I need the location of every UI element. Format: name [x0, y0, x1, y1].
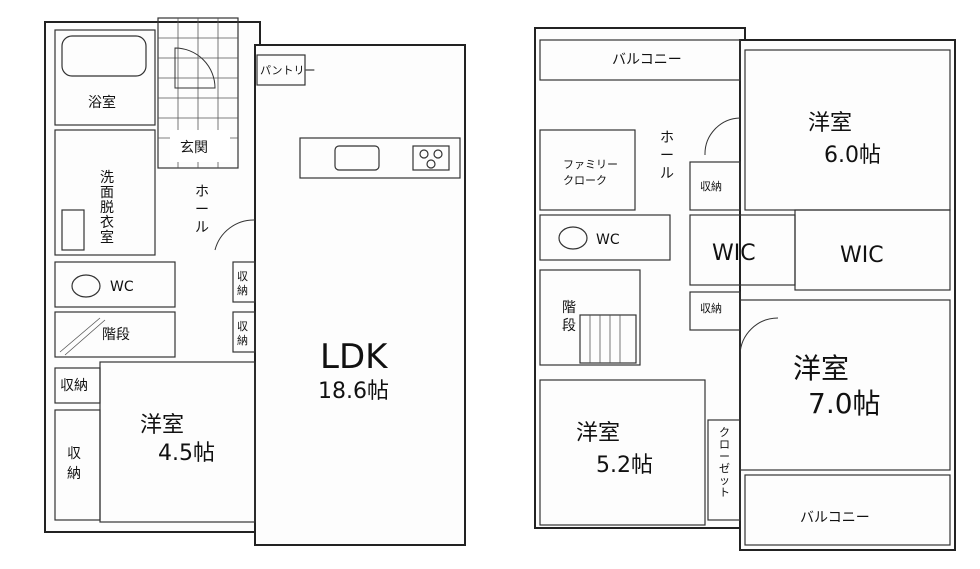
- bath-label: 浴室: [88, 94, 116, 111]
- family-closet-label-1: ファミリー: [563, 158, 618, 171]
- room-e-door: [739, 317, 779, 356]
- hall-label-f2: ホ ー ル: [660, 130, 678, 182]
- ldk-label: LDK: [320, 337, 389, 377]
- floor-2: バルコニー 洋室 6.0帖 ファミリー クローク ホ ー ル 収納 WIC WI…: [534, 27, 956, 551]
- family-closet-label-2: クローク: [563, 174, 607, 187]
- storage-f2-top-label: 収納: [700, 180, 722, 193]
- room-f1-size: 4.5帖: [158, 441, 215, 466]
- floor1-west-block: [44, 21, 261, 533]
- stairs-f2-steps: [579, 314, 637, 364]
- storage-f1-left-lower-label: 収納: [67, 446, 81, 482]
- bath-room-outline: [54, 29, 156, 126]
- washroom-outline: [54, 129, 156, 256]
- kitchen-sink: [334, 145, 380, 171]
- storage-f1-small-2: [232, 311, 256, 353]
- closet-outline: [707, 419, 741, 521]
- room-f1-label: 洋室: [140, 413, 184, 438]
- wic-2-label: WIC: [840, 243, 884, 268]
- room-ne-size: 6.0帖: [824, 143, 881, 168]
- wc-f2-outline: [539, 214, 671, 261]
- floor1-ldk-block: [254, 44, 466, 546]
- floor-1: 浴室 玄関 パントリー 洗 面 脱 衣 室: [44, 17, 466, 546]
- balcony-top-label: バルコニー: [612, 52, 682, 68]
- room-sw-label: 洋室: [576, 421, 620, 446]
- balcony-bottom-label: バルコニー: [800, 510, 870, 526]
- balcony-bottom-outline: [744, 474, 951, 546]
- room-e-label: 洋室: [793, 352, 849, 385]
- ldk-size: 18.6帖: [318, 379, 389, 404]
- room-sw-outline: [539, 379, 706, 526]
- room-ne-door: [704, 117, 741, 156]
- washroom-label-4: 衣: [100, 215, 114, 231]
- room-sw-size: 5.2帖: [596, 453, 653, 478]
- bathtub: [61, 35, 147, 77]
- closet-label: クローゼット: [719, 426, 730, 499]
- hall-label-f1: ホ ー ル: [195, 184, 213, 236]
- washroom-label-1: 洗: [100, 170, 114, 186]
- floor2-east-block: [739, 39, 956, 551]
- stairs-f1-label: 階段: [102, 327, 130, 343]
- stairs-f1-outline: [54, 311, 176, 358]
- room-ne-label: 洋室: [808, 111, 852, 136]
- wic-2-outline: [794, 209, 951, 291]
- kitchen-stove: [412, 145, 450, 171]
- washroom-label-3: 脱: [100, 200, 114, 216]
- hall-door: [214, 219, 256, 251]
- storage-f2-mid-label: 収納: [700, 302, 722, 315]
- wc-f1-outline: [54, 261, 176, 308]
- wc-f1-label: WC: [110, 279, 134, 295]
- storage-f2-top: [689, 161, 741, 211]
- room-f1-outline: [99, 361, 256, 523]
- balcony-top-outline: [539, 39, 741, 81]
- entrance-label-bg: [170, 130, 230, 162]
- family-closet-outline: [539, 129, 636, 211]
- washroom-label: 洗 面 脱 衣 室: [100, 170, 118, 246]
- toilet-f2: [558, 226, 588, 250]
- storage-f1-small-1-label: 収納: [237, 270, 248, 297]
- room-e-size: 7.0帖: [808, 387, 881, 420]
- washroom-label-5: 室: [100, 229, 114, 246]
- storage-f1-small-2-label: 収納: [237, 320, 248, 347]
- toilet-f1: [71, 274, 101, 298]
- kitchen-counter: [299, 137, 461, 179]
- pantry-label: パントリー: [260, 64, 316, 77]
- pantry-outline: [256, 54, 306, 86]
- washroom-label-2: 面: [100, 185, 114, 201]
- entrance-label: 玄関: [180, 139, 208, 156]
- room-e-outline: [739, 299, 951, 471]
- storage-f1-left-label: 収納: [60, 378, 88, 394]
- washbasin: [61, 209, 85, 251]
- entrance-door: [174, 47, 216, 89]
- wic-1-label: WIC: [712, 241, 756, 266]
- stairs-f2-label: 階段: [562, 300, 576, 334]
- stairs-f2-outline: [539, 269, 641, 366]
- storage-f1-small-1: [232, 261, 256, 303]
- wc-f2-label: WC: [596, 232, 620, 248]
